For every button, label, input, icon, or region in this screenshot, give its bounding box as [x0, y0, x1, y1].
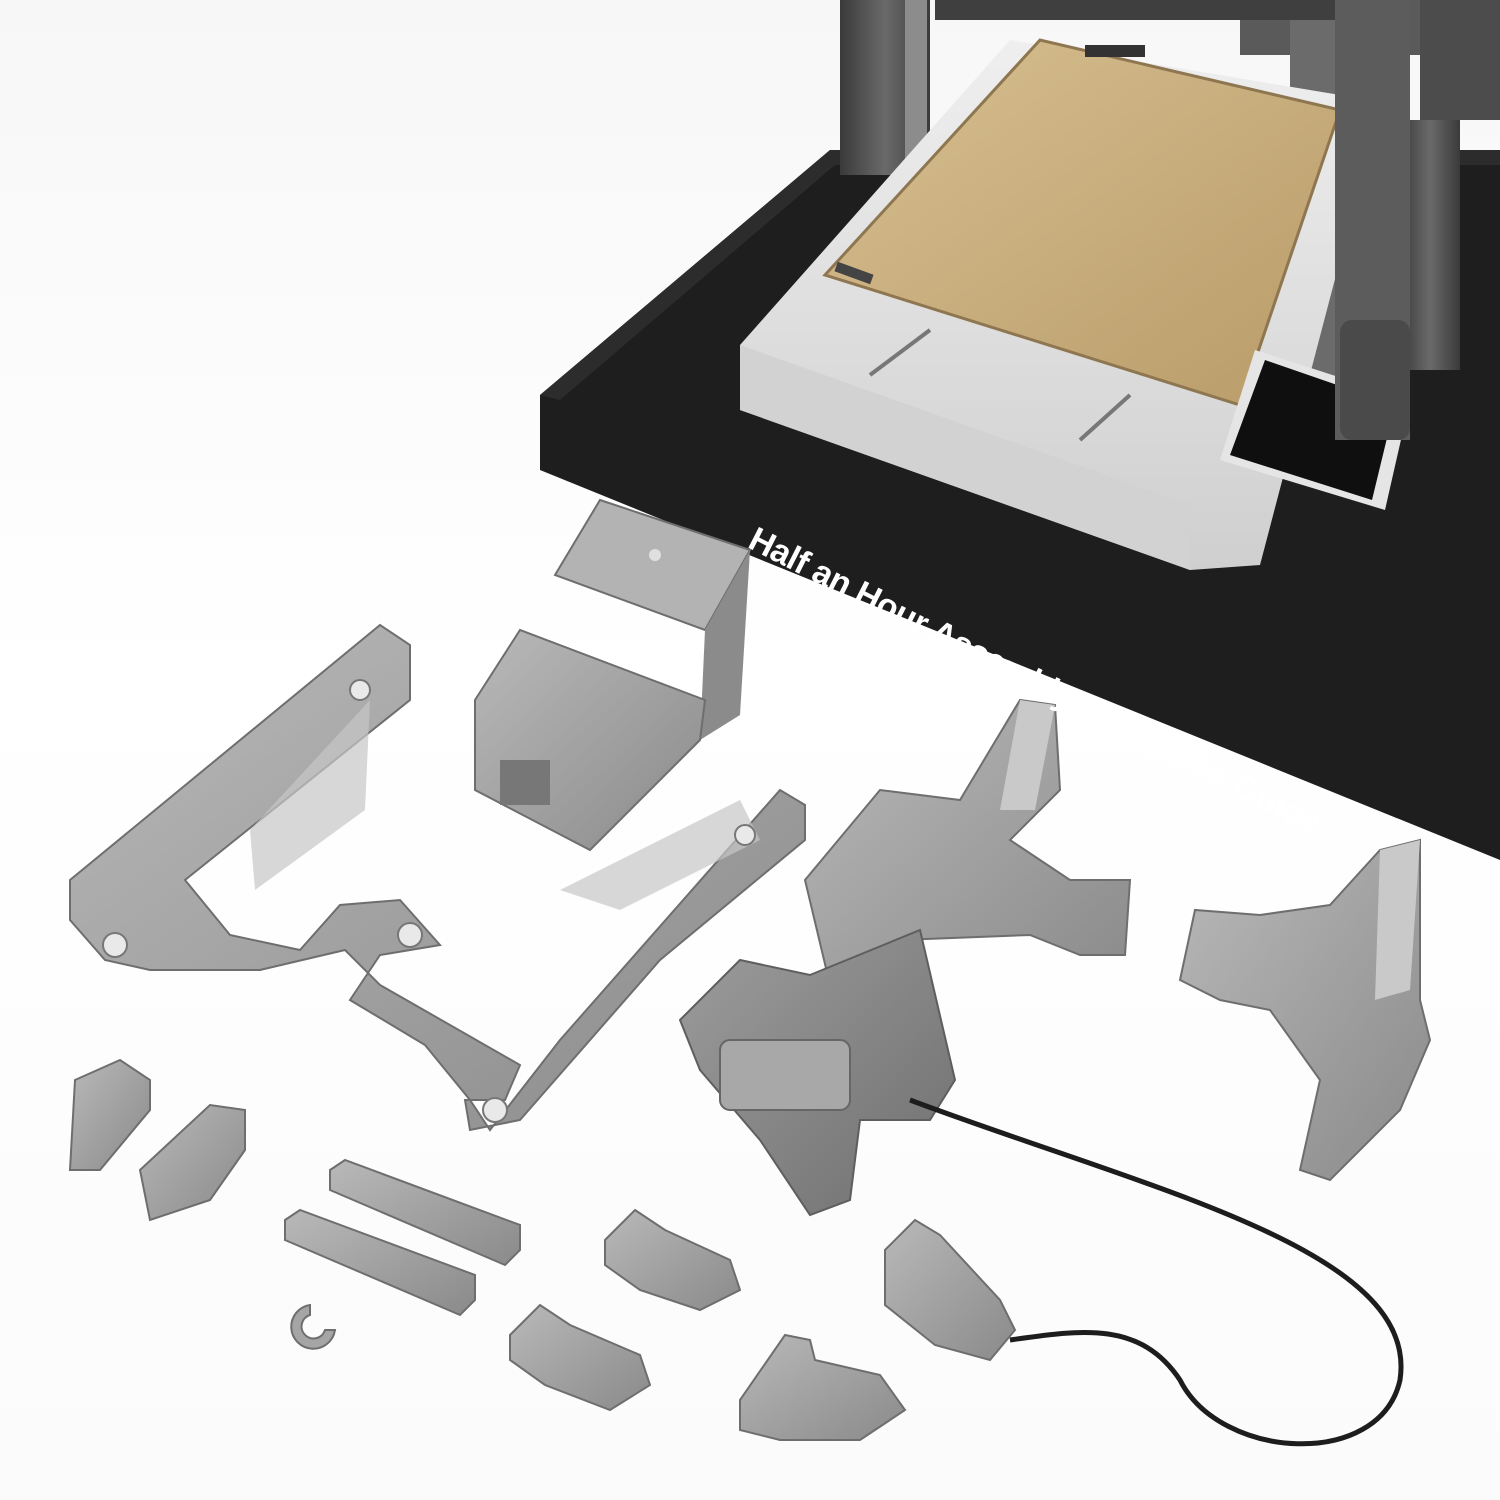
small-clip-part — [68, 1058, 151, 1171]
rail-part-1 — [329, 1158, 521, 1267]
side-bracket-part — [1178, 838, 1432, 1182]
hinge-part-1 — [604, 1208, 742, 1312]
x-axis-bracket-part — [803, 698, 1132, 992]
frame-column — [1335, 0, 1410, 440]
mount-block-part — [474, 498, 752, 852]
cable — [909, 1097, 1404, 1447]
rail-part-2 — [284, 1208, 476, 1317]
small-wedge-part — [138, 1103, 246, 1222]
motor-housing-part — [678, 928, 957, 1217]
cable-holder-part — [884, 1218, 1017, 1362]
hinge-part-2 — [509, 1303, 652, 1412]
y-axis-frame-part — [69, 623, 806, 1132]
hook-part — [739, 1333, 907, 1441]
c-ring-part — [290, 1303, 337, 1350]
